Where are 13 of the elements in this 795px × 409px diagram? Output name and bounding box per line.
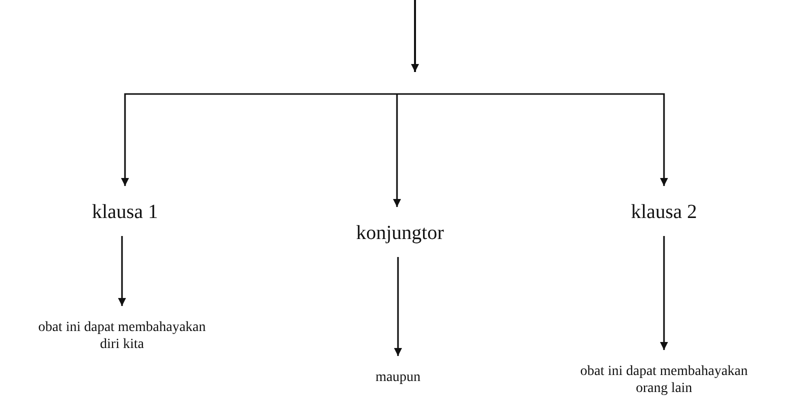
node-label: maupun <box>374 370 422 387</box>
arrow <box>118 236 126 306</box>
arrow <box>121 93 397 186</box>
node-label: klausa 2 <box>630 200 698 224</box>
node-label: klausa 1 <box>90 200 160 224</box>
arrow <box>393 93 401 207</box>
arrow <box>394 257 402 356</box>
arrow <box>397 93 668 186</box>
node-label: obat ini dapat membahayakan orang lain <box>579 364 749 398</box>
arrow <box>660 236 668 350</box>
node-label: konjungtor <box>355 221 445 245</box>
arrow <box>411 0 419 72</box>
node-label: obat ini dapat membahayakan diri kita <box>37 320 207 354</box>
